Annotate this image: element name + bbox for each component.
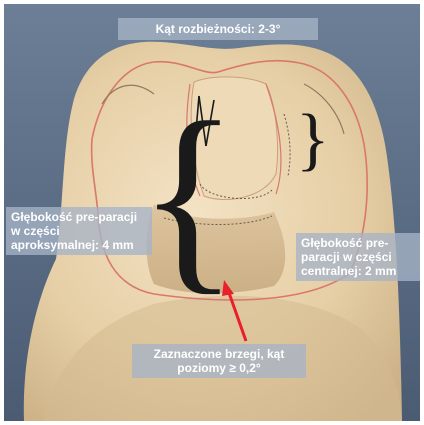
illustration-frame: { } Kąt rozbieżności: 2-3° Głębokość pre… [4, 4, 420, 421]
central-depth-label: Głębokość pre-paracji w części centralne… [296, 233, 420, 281]
proximal-depth-label: Głębokość pre-paracji w części aproksyma… [6, 207, 152, 255]
margins-label: Zaznaczone brzegi, kąt poziomy ≥ 0,2° [132, 344, 306, 378]
right-brace-icon: } [296, 101, 330, 178]
left-brace-icon: { [138, 80, 239, 312]
convergence-angle-label: Kąt rozbieżności: 2-3° [118, 18, 318, 40]
